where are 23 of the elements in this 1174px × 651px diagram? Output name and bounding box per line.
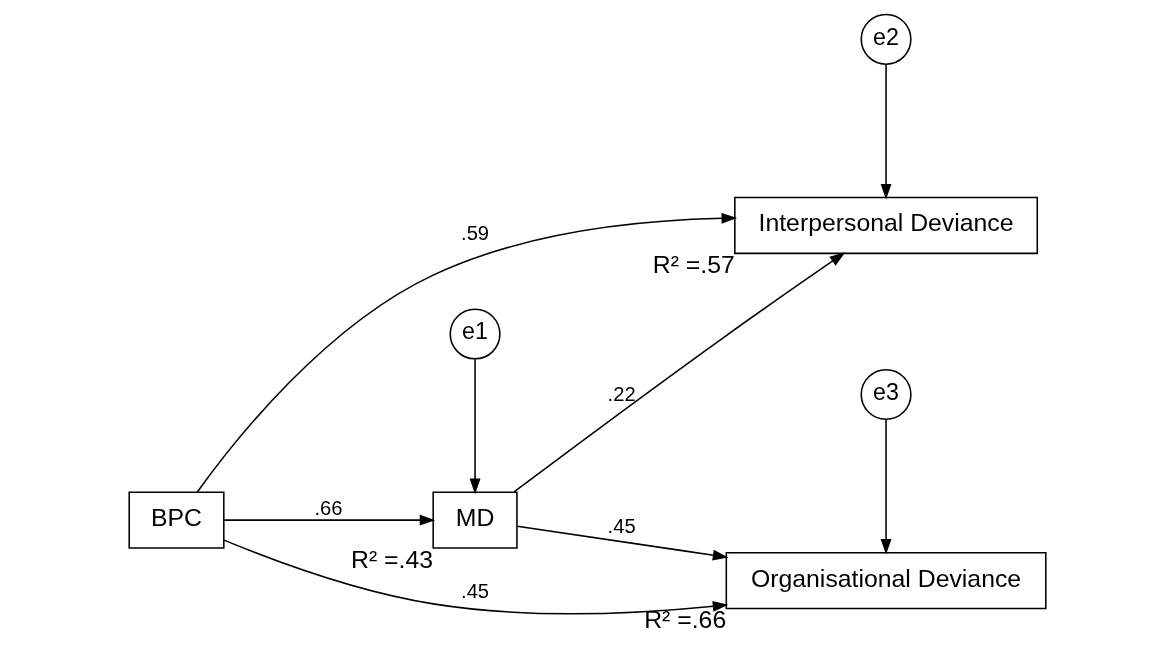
node-label: R² =.57	[652, 251, 735, 279]
arrow	[222, 539, 728, 615]
arrow	[222, 514, 435, 526]
edge-label: .45	[460, 580, 489, 603]
edge-label: .45	[607, 515, 636, 538]
arrow	[515, 525, 728, 561]
node-circle: e1	[448, 308, 501, 360]
edge-label: .66	[313, 496, 343, 519]
arrow	[196, 212, 737, 493]
arrow	[880, 419, 891, 555]
node-box: MD	[431, 491, 518, 549]
node-box: BPC	[127, 491, 225, 549]
node-box: Organisational Deviance	[725, 551, 1047, 610]
node-circle: e2	[859, 13, 912, 65]
arrow	[469, 358, 480, 495]
node-box: Interpersonal Deviance	[733, 196, 1038, 255]
edge-label: .59	[460, 222, 489, 245]
node-label: R² =.66	[643, 606, 726, 634]
arrow	[880, 63, 891, 200]
node-label: R² =.43	[350, 545, 433, 573]
arrow	[512, 252, 845, 493]
edge-label: .22	[607, 383, 636, 406]
node-circle: e3	[859, 368, 912, 421]
